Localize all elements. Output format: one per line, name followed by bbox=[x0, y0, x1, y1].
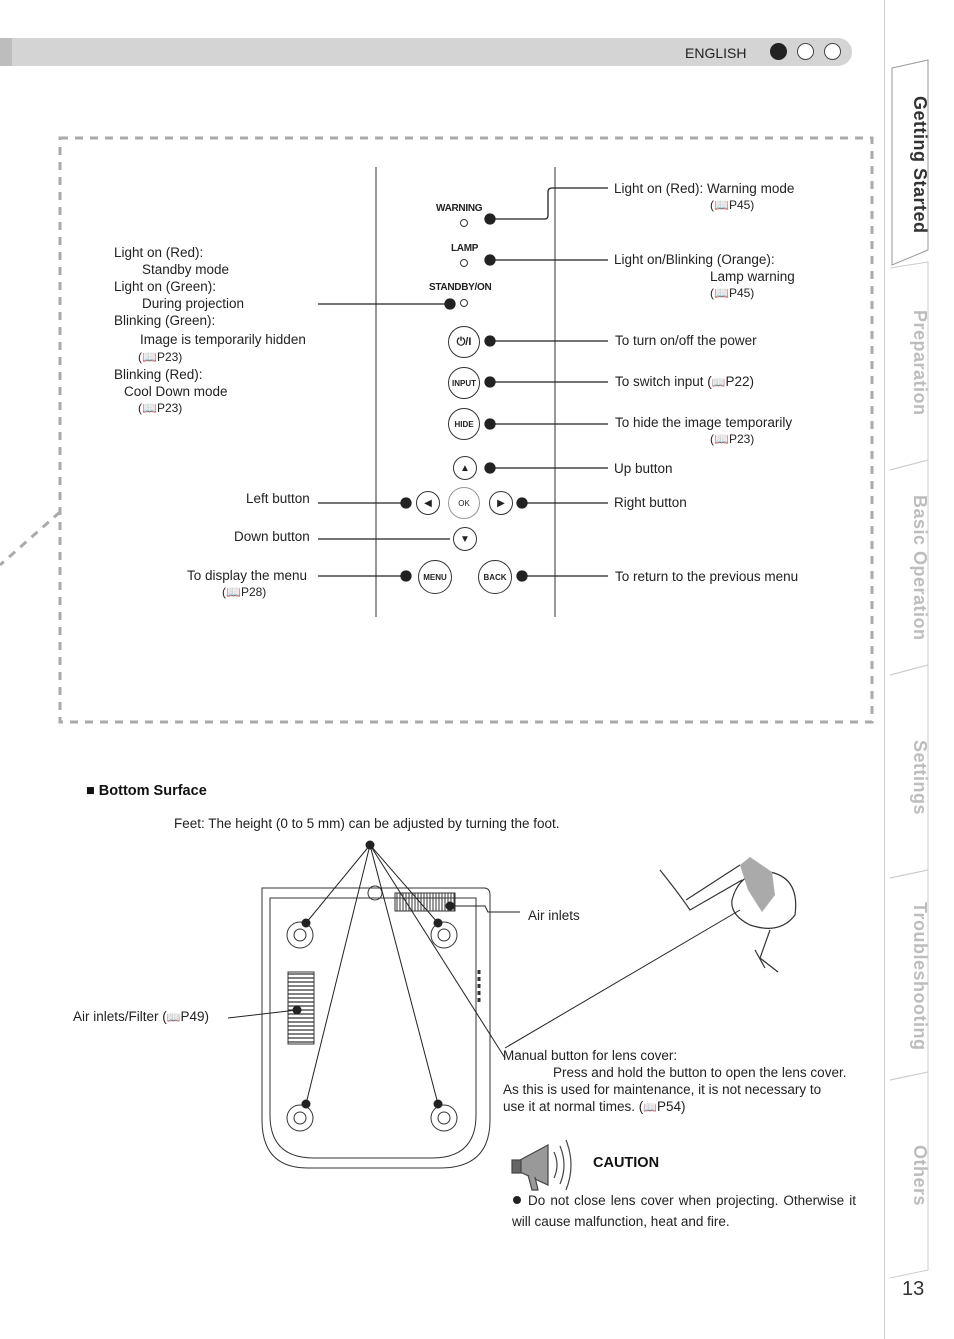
air-filter-label: Air inlets/Filter (📖P49) bbox=[73, 1009, 209, 1024]
foot-top-right bbox=[430, 921, 458, 949]
hide-button[interactable]: HIDE bbox=[448, 408, 480, 440]
bullet-icon bbox=[513, 1196, 521, 1204]
tab-getting-started[interactable]: Getting Started bbox=[910, 96, 930, 234]
input-desc: To switch input (📖P22) bbox=[615, 374, 755, 389]
caution-title: CAUTION bbox=[593, 1155, 660, 1171]
standby-desc-6: Image is temporarily hidden bbox=[140, 332, 306, 347]
triangle-up-icon: ▲ bbox=[460, 462, 470, 474]
book-icon: 📖 bbox=[711, 377, 726, 389]
hand-illustration bbox=[659, 864, 797, 973]
book-icon: 📖 bbox=[643, 1102, 657, 1114]
warning-ref: (📖P45) bbox=[710, 198, 755, 212]
ok-button[interactable]: OK bbox=[448, 487, 480, 519]
up-desc: Up button bbox=[614, 461, 673, 476]
right-desc: Right button bbox=[614, 495, 687, 510]
book-icon: 📖 bbox=[714, 432, 729, 446]
book-icon: 📖 bbox=[142, 401, 157, 415]
standby-ref-1: (📖P23) bbox=[138, 350, 183, 364]
tab-others[interactable]: Others bbox=[910, 1145, 930, 1207]
left-button-label: Left button bbox=[246, 491, 310, 506]
menu-button[interactable]: MENU bbox=[418, 560, 452, 594]
language-label: ENGLISH bbox=[685, 45, 747, 61]
manual-button-desc-1: Manual button for lens cover: bbox=[503, 1048, 678, 1063]
page-number: 13 bbox=[902, 1278, 925, 1300]
foot-top-left bbox=[286, 921, 314, 949]
header-bar bbox=[0, 38, 852, 66]
foot-bottom-right bbox=[430, 1104, 458, 1132]
menu-label: To display the menu bbox=[187, 568, 308, 583]
indicator-warning-label: WARNING bbox=[436, 203, 483, 214]
indicator-lamp-label: LAMP bbox=[451, 243, 479, 254]
press-arrow-icon bbox=[740, 857, 775, 912]
projector-bottom-outline bbox=[261, 885, 491, 1169]
standby-desc-5: Blinking (Green): bbox=[114, 313, 216, 328]
caution-text: Do not close lens cover when projecting.… bbox=[512, 1193, 856, 1229]
warning-led-icon bbox=[460, 219, 468, 227]
power-button[interactable]: ⏻/I bbox=[448, 326, 480, 358]
menu-ref: (📖P28) bbox=[222, 585, 267, 599]
standby-desc-2: Standby mode bbox=[142, 262, 230, 277]
triangle-right-icon: ▶ bbox=[497, 497, 505, 509]
power-desc: To turn on/off the power bbox=[615, 333, 757, 348]
hide-desc: To hide the image temporarily bbox=[615, 415, 793, 430]
page-indicator-dot-1 bbox=[770, 43, 787, 60]
standby-ref-2: (📖P23) bbox=[138, 401, 183, 415]
page-indicator-dot-3 bbox=[824, 43, 841, 60]
tab-preparation[interactable]: Preparation bbox=[910, 310, 930, 416]
manual-button-desc-3: As this is used for maintenance, it is n… bbox=[503, 1082, 822, 1097]
standby-led-icon bbox=[460, 299, 468, 307]
indicator-standby-label: STANDBY/ON bbox=[429, 282, 492, 293]
page-indicator-dot-2 bbox=[797, 43, 814, 60]
triangle-left-icon: ◀ bbox=[424, 497, 432, 509]
hide-ref: (📖P23) bbox=[710, 432, 755, 446]
book-icon: 📖 bbox=[714, 198, 729, 212]
down-button[interactable]: ▼ bbox=[453, 527, 477, 551]
input-button[interactable]: INPUT bbox=[448, 367, 480, 399]
standby-desc-3: Light on (Green): bbox=[114, 279, 217, 294]
up-button[interactable]: ▲ bbox=[453, 456, 477, 480]
bottom-surface-title: ■ Bottom Surface bbox=[86, 783, 207, 799]
standby-desc-1: Light on (Red): bbox=[114, 245, 204, 260]
lamp-led-icon bbox=[460, 259, 468, 267]
book-icon: 📖 bbox=[142, 350, 157, 364]
feet-desc: Feet: The height (0 to 5 mm) can be adju… bbox=[174, 816, 560, 831]
book-icon: 📖 bbox=[226, 585, 241, 599]
caution-megaphone-icon bbox=[511, 1139, 572, 1191]
down-button-label: Down button bbox=[234, 529, 310, 544]
right-button[interactable]: ▶ bbox=[489, 491, 513, 515]
manual-button-desc-2: Press and hold the button to open the le… bbox=[553, 1065, 847, 1080]
book-icon: 📖 bbox=[166, 1012, 181, 1024]
back-desc: To return to the previous menu bbox=[615, 569, 799, 584]
square-bullet-icon: ■ bbox=[86, 783, 99, 799]
standby-desc-9: Cool Down mode bbox=[124, 384, 228, 399]
left-button[interactable]: ◀ bbox=[416, 491, 440, 515]
back-button[interactable]: BACK bbox=[478, 560, 512, 594]
manual-button-desc-4: use it at normal times. (📖P54) bbox=[503, 1099, 686, 1114]
warning-desc: Light on (Red): Warning mode bbox=[614, 181, 795, 196]
tab-settings[interactable]: Settings bbox=[910, 740, 930, 816]
air-inlets-label: Air inlets bbox=[528, 908, 580, 923]
standby-desc-4: During projection bbox=[142, 296, 245, 311]
tab-troubleshooting[interactable]: Troubleshooting bbox=[910, 902, 930, 1051]
lamp-ref: (📖P45) bbox=[710, 286, 755, 300]
lamp-desc-2: Lamp warning bbox=[710, 269, 795, 284]
standby-desc-8: Blinking (Red): bbox=[114, 367, 203, 382]
diagram-lines bbox=[0, 136, 874, 1204]
book-icon: 📖 bbox=[714, 286, 729, 300]
tab-basic-operation[interactable]: Basic Operation bbox=[910, 495, 930, 641]
foot-bottom-left bbox=[286, 1104, 314, 1132]
sidebar-tab-shapes bbox=[889, 59, 929, 1279]
triangle-down-icon: ▼ bbox=[460, 533, 470, 545]
lamp-desc-1: Light on/Blinking (Orange): bbox=[614, 252, 775, 267]
